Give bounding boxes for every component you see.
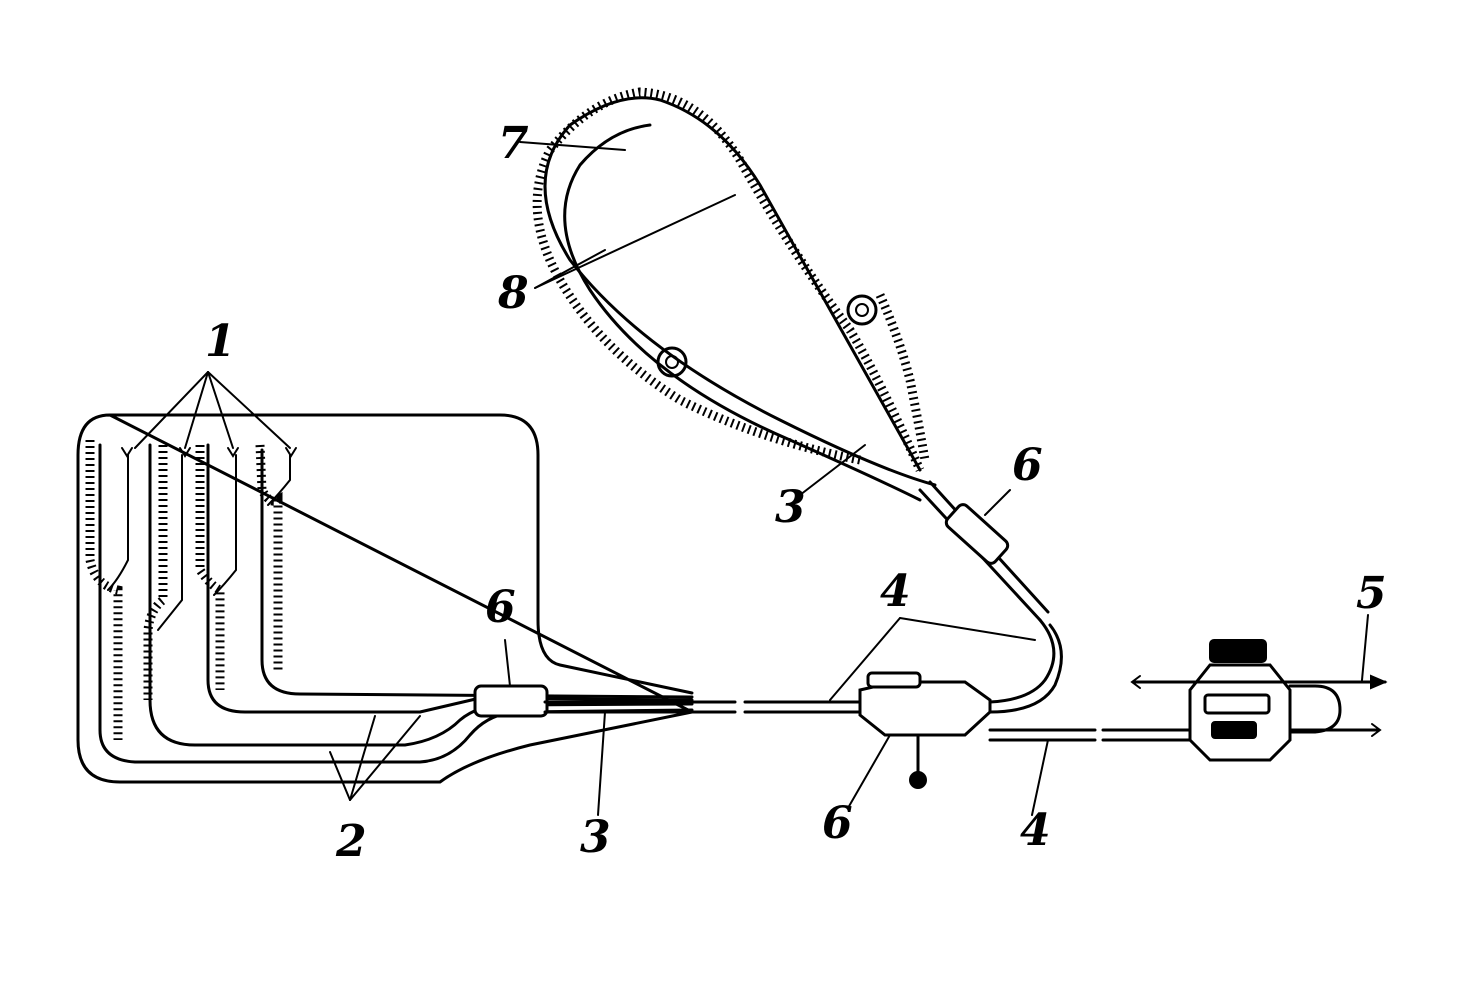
terminal-hook-3 xyxy=(227,447,239,458)
leader-4-bottom xyxy=(1031,739,1049,816)
connector-6-left xyxy=(473,684,549,718)
label-3-bottom: 3 xyxy=(580,812,611,863)
coil-lower-inner xyxy=(665,355,679,369)
connector-6-middle-cap xyxy=(866,671,922,689)
coil-lower xyxy=(656,346,688,378)
label-6-upper: 6 xyxy=(1012,440,1043,491)
label-3-top: 3 xyxy=(775,482,806,533)
output-arrow-5 xyxy=(1370,674,1388,690)
cable-4-loop-inner xyxy=(988,623,1063,714)
label-7: 7 xyxy=(498,118,529,169)
leader-3-bottom xyxy=(597,711,606,816)
connector-6-upper xyxy=(944,503,1010,565)
label-2: 2 xyxy=(335,816,367,867)
leader-6-upper xyxy=(984,489,1011,516)
loop-7-inner xyxy=(563,123,922,502)
label-1: 1 xyxy=(205,316,236,367)
inner-return-2 xyxy=(157,454,183,631)
label-6-middle: 6 xyxy=(822,798,853,849)
connector-6-middle xyxy=(858,680,992,737)
leader-6-middle xyxy=(847,734,891,809)
conductor-loop-1 xyxy=(98,443,694,764)
terminal-fork-right xyxy=(1371,723,1382,737)
loop-7-outer xyxy=(543,96,937,487)
end-connector-loop xyxy=(1288,684,1342,734)
terminal-hook-4 xyxy=(285,447,297,458)
leader-4-top-b xyxy=(899,617,1036,641)
coil-upper xyxy=(846,294,878,326)
terminal-hook-1 xyxy=(121,447,133,458)
coil-upper-inner xyxy=(855,303,869,317)
label-6-left: 6 xyxy=(485,582,516,633)
leader-3-top xyxy=(799,444,866,496)
left-enclosure-outline xyxy=(76,413,694,784)
leader-1-a xyxy=(134,371,209,449)
label-8: 8 xyxy=(497,268,529,319)
leader-8-a xyxy=(534,194,736,289)
inner-return-4 xyxy=(267,454,291,506)
cable-4-loop xyxy=(988,618,1056,704)
terminal-fork-left xyxy=(1130,675,1141,689)
leader-1-d xyxy=(207,371,291,449)
leader-2-c xyxy=(329,751,351,801)
winding-band-3 xyxy=(195,445,225,690)
inner-return-1 xyxy=(107,454,129,591)
leader-4-top-a xyxy=(829,617,901,701)
leader-2-b xyxy=(349,715,421,801)
winding-band-1 xyxy=(85,440,123,740)
conductor-loop-3 xyxy=(206,443,694,714)
end-connector-bottom-block xyxy=(1211,721,1257,739)
label-5: 5 xyxy=(1356,568,1387,619)
leader-1-b xyxy=(184,371,209,449)
conductor-loop-4 xyxy=(260,448,694,699)
label-4-top: 4 xyxy=(880,566,911,617)
leader-7 xyxy=(519,141,626,151)
winding-band-4 xyxy=(255,444,283,670)
leader-2-a xyxy=(349,715,376,801)
loop-7-hatch-right xyxy=(875,293,930,461)
terminal-hook-2 xyxy=(179,447,191,458)
leader-6-left xyxy=(504,639,511,687)
ground-terminal xyxy=(909,771,927,789)
label-4-bottom: 4 xyxy=(1020,805,1051,856)
end-connector-top-cap xyxy=(1209,639,1267,663)
leader-8-b xyxy=(534,249,606,289)
leader-5 xyxy=(1361,614,1369,681)
end-connector-middle-block xyxy=(1203,693,1271,715)
leader-1-c xyxy=(207,371,234,449)
